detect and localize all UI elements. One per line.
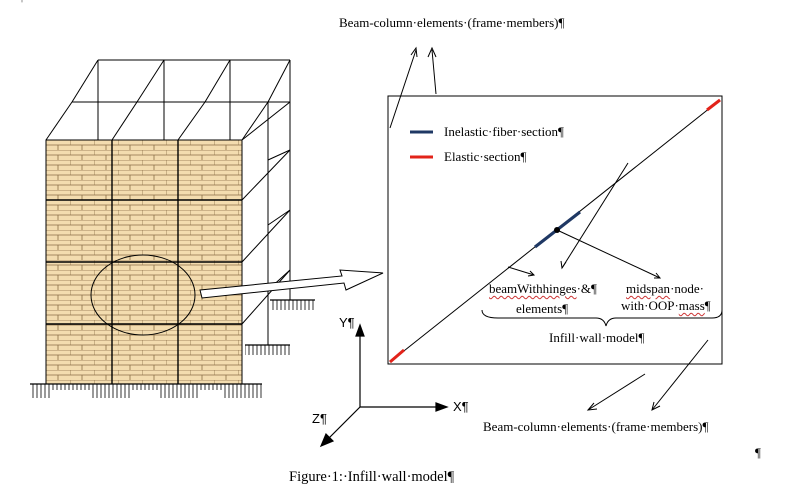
midspan-node-label: midspan·node· [626,282,704,295]
beam-withhinges-text: beamWithhinges [489,281,577,296]
pilcrow-right: ¶ [755,445,761,460]
figure-caption: Figure·1:·Infill·wall·model¶ [289,469,455,485]
beam-column-label-top: Beam-column·elements·(frame·members)¶ [339,15,565,30]
coordinate-axes [319,323,449,448]
mass-text: mass [678,298,705,313]
legend-inelastic-label: Inelastic·fiber·section¶ [444,124,564,139]
elastic-segment-top [706,98,721,112]
node-text: ·node· [670,281,704,296]
beam-column-label-bottom: Beam-column·elements·(frame·members)¶ [483,419,709,434]
axis-y-label: Y¶ [339,315,355,330]
beam-withhinges-label: beamWithhinges·&¶ [489,282,597,295]
arrows-bottom-label [586,339,709,411]
zoom-arrow [199,269,384,299]
infill-wall-model-label: Infill·wall·model¶ [549,330,645,345]
ground-supports [30,299,315,398]
axis-z-label: Z¶ [312,411,327,426]
frame-3d [45,59,291,345]
mass-pilcrow: ¶ [704,298,711,313]
midspan-text: midspan [626,281,671,296]
elastic-segment-bottom [389,348,405,364]
focus-ellipse [90,254,196,336]
with-oop-text: with·OOP· [621,298,679,313]
pilcrow-top: ¶ [19,0,24,4]
axis-x-label: X¶ [453,399,469,414]
with-oop-mass-label: with·OOP·mass¶ [621,299,711,312]
label-brace [481,309,723,327]
frame-front-members [46,140,242,384]
elements-label: elements¶ [516,301,569,316]
legend-elastic-label: Elastic·section¶ [444,149,527,164]
arrows-top-label [389,46,437,129]
pointer-arrows [507,162,662,279]
beam-withhinges-suffix: ·&¶ [576,281,597,296]
